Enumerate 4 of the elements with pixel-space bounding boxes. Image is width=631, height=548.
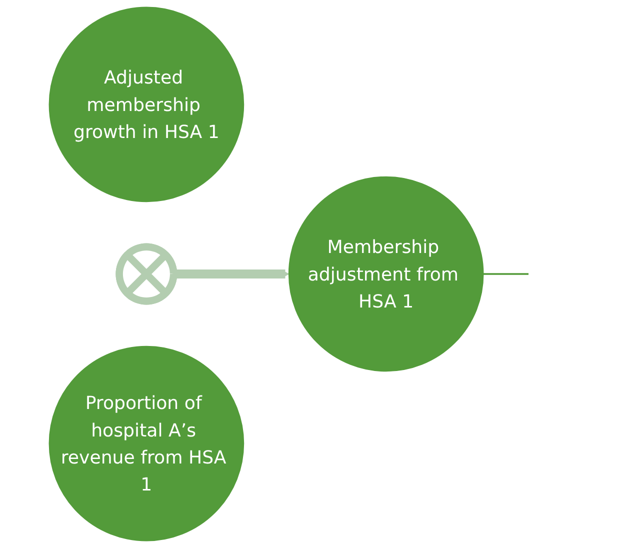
connector (482, 273, 528, 275)
node-circle: Proportion of hospital A’s revenue from HSA 1 (48, 346, 244, 542)
node-circle: Membership adjustment from HSA 1 (288, 176, 484, 372)
node-circle: Adjusted membership growth in HSA 1 (48, 6, 244, 202)
